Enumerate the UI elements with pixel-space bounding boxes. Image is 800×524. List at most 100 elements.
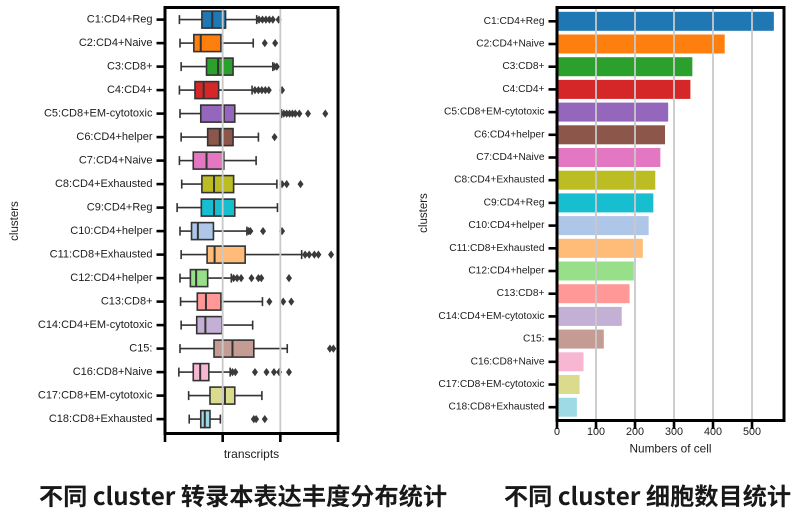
boxplot-y-tick-label: C13:CD8+	[101, 296, 153, 308]
barchart-y-tick-label: C10:CD4+helper	[468, 220, 545, 231]
boxplot-y-tick-label: C12:CD4+helper	[70, 272, 153, 284]
barchart-y-tick-label: C15:	[523, 334, 545, 345]
outlier-marker	[288, 297, 295, 306]
bar-C10	[558, 216, 649, 236]
iqr-box	[205, 57, 234, 76]
outlier-marker	[306, 250, 313, 259]
iqr-box	[213, 339, 255, 358]
barchart-y-tick-label: C8:CD4+Exhausted	[454, 175, 545, 186]
outlier-marker	[266, 297, 273, 306]
barchart-x-tick-label: 100	[587, 426, 605, 438]
barchart-y-tick-label: C12:CD4+helper	[468, 266, 545, 277]
outlier-marker	[260, 227, 267, 236]
outlier-marker	[266, 15, 273, 24]
outlier-marker	[305, 109, 312, 118]
box-C6	[180, 127, 278, 147]
box-C8	[180, 174, 304, 194]
iqr-box	[196, 292, 222, 311]
bar-C17	[558, 375, 580, 394]
outlier-marker	[261, 39, 268, 48]
outlier-marker	[328, 250, 335, 259]
barchart-x-tick-label: 300	[665, 426, 683, 438]
bar-C15	[558, 329, 604, 349]
barchart-y-tick-label: C2:CD4+Naive	[476, 39, 545, 50]
boxplot-y-tick-label: C11:CD8+Exhausted	[50, 249, 153, 261]
outlier-marker	[258, 274, 265, 283]
axes-frame	[163, 6, 340, 435]
barchart-xlabel: Numbers of cell	[630, 442, 712, 456]
outlier-marker	[230, 274, 237, 283]
outlier-marker	[292, 109, 299, 118]
box-C15	[179, 339, 337, 358]
barchart-y-tick-label: C17:CD8+EM-cytotoxic	[438, 379, 544, 390]
boxplot-y-tick-label: C18:CD8+Exhausted	[49, 413, 153, 425]
outlier-marker	[311, 250, 318, 259]
bar-C16	[558, 352, 584, 372]
iqr-box	[192, 151, 225, 170]
boxplot-y-tick-label: C8:CD4+Exhausted	[55, 178, 153, 190]
iqr-box	[199, 104, 236, 123]
outlier-marker	[232, 368, 239, 377]
boxplot-y-tick-label: C16:CD8+Naive	[73, 366, 153, 378]
iqr-box	[189, 268, 209, 288]
iqr-box	[206, 245, 246, 264]
outlier-marker	[297, 180, 304, 189]
outlier-marker	[247, 227, 254, 236]
barchart-y-tick-label: C13:CD8+	[497, 288, 545, 299]
outlier-marker	[273, 62, 280, 71]
box-C18	[188, 409, 268, 429]
box-C2	[179, 33, 279, 53]
outlier-marker	[270, 368, 277, 377]
boxplot-y-tick-label: C5:CD8+EM-cytotoxic	[44, 108, 153, 120]
box-C1	[178, 10, 282, 29]
outlier-marker	[285, 368, 292, 377]
bar-C18	[558, 397, 577, 417]
barchart-y-tick-label: C11:CD8+Exhausted	[449, 243, 545, 254]
outlier-marker	[258, 86, 265, 95]
bar-C11	[558, 238, 643, 258]
barchart-x-tick-label: 400	[704, 426, 722, 438]
outlier-marker	[253, 415, 260, 424]
outlier-marker	[262, 15, 269, 24]
outlier-marker	[285, 274, 292, 283]
outlier-marker	[238, 274, 245, 283]
bar-C13	[558, 284, 630, 304]
outlier-marker	[255, 15, 262, 24]
outlier-marker	[271, 133, 278, 142]
outlier-marker	[326, 344, 333, 353]
barchart-x-tick-label: 500	[743, 426, 761, 438]
box-C4	[178, 80, 286, 100]
iqr-box	[201, 10, 227, 29]
outlier-marker	[322, 109, 329, 118]
barchart-y-tick-label: C14:CD4+EM-cytotoxic	[438, 311, 544, 322]
boxplot-y-tick-label: C7:CD4+Naive	[79, 155, 153, 167]
outlier-marker	[302, 250, 309, 259]
boxplot-y-tick-label: C9:CD4+Reg	[87, 202, 153, 214]
bar-C8	[558, 170, 656, 190]
barchart-y-tick-label: C18:CD8+Exhausted	[449, 402, 545, 413]
box-C14	[180, 315, 254, 335]
box-C16	[178, 362, 292, 382]
box-C7	[178, 151, 257, 170]
bar-C9	[558, 193, 654, 213]
box-C5	[179, 104, 329, 123]
bar-C2	[558, 34, 725, 54]
bar-C14	[558, 306, 622, 326]
outlier-marker	[251, 86, 258, 95]
barchart-x-tick-label: 200	[626, 426, 644, 438]
outlier-marker	[272, 39, 279, 48]
outlier-marker	[280, 297, 287, 306]
outlier-marker	[261, 415, 268, 424]
outlier-marker	[262, 86, 269, 95]
box-C13	[179, 292, 295, 311]
boxplot-y-tick-label: C1:CD4+Reg	[87, 14, 153, 26]
iqr-box	[200, 198, 236, 217]
barchart-ylabel: clusters	[418, 193, 430, 233]
barchart-y-tick-label: C9:CD4+Reg	[484, 197, 545, 208]
outlier-marker	[269, 15, 276, 24]
outlier-marker	[276, 368, 283, 377]
outlier-marker	[248, 274, 255, 283]
outlier-marker	[275, 15, 282, 24]
boxplot-y-tick-label: C17:CD8+EM-cytotoxic	[38, 390, 153, 402]
